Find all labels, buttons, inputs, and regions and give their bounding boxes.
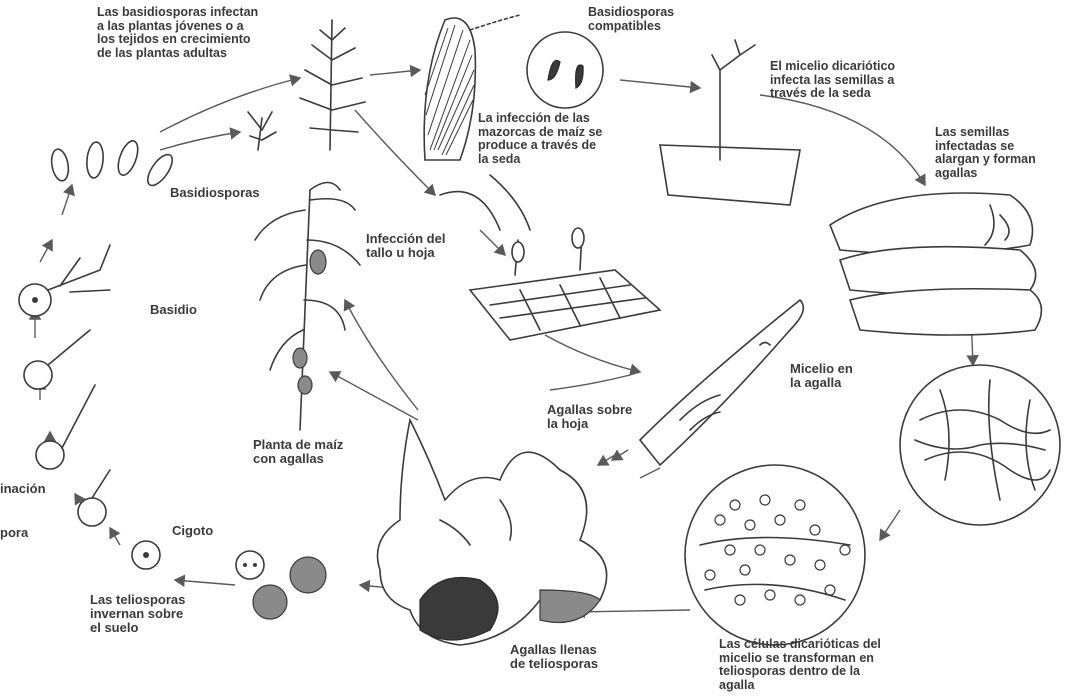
label-agallas-llenas: Agallas llenas de teliosporas xyxy=(510,643,598,671)
label-basidio: Basidio xyxy=(150,303,197,317)
leaf-galls xyxy=(640,300,803,465)
label-teliosporas-invernan: Las teliosporas invernan sobre el suelo xyxy=(90,593,185,635)
label-espora: pora xyxy=(0,526,28,540)
basidiospores xyxy=(49,138,177,189)
label-germinacion: inación xyxy=(0,482,46,496)
label-agallas-hoja: Agallas sobre la hoja xyxy=(547,403,632,431)
leaf-surface xyxy=(440,175,660,340)
label-semillas-infectadas: Las semillas infectadas se alargan y for… xyxy=(935,126,1036,180)
germination-series xyxy=(19,245,160,569)
label-micelio-agalla: Micelio en la agalla xyxy=(790,362,853,390)
label-infeccion-mazorcas: La infección de las mazorcas de maíz se … xyxy=(478,112,602,166)
label-planta-maiz: Planta de maíz con agallas xyxy=(253,438,343,466)
label-cigoto: Cigoto xyxy=(172,524,213,538)
teliospore-circle xyxy=(685,465,865,645)
label-basidiosporas: Basidiosporas xyxy=(170,186,260,200)
label-micelio-dicariotico: El micelio dicariótico infecta las semil… xyxy=(770,60,895,101)
label-basidiosporas-compatibles: Basidiosporas compatibles xyxy=(588,6,674,33)
young-maize-plant xyxy=(248,20,365,150)
mycelium-circle xyxy=(900,365,1060,525)
maize-plant-with-galls xyxy=(255,183,360,431)
small-arrows xyxy=(640,468,660,478)
overwintering-teliospores xyxy=(236,551,326,619)
label-basidiosporas-infectan: Las basidiosporas infectan a las plantas… xyxy=(97,6,258,60)
label-celulas-dicarioticas: Las células dicarióticas del micelio se … xyxy=(719,638,881,692)
infected-kernels xyxy=(830,193,1041,335)
gall-with-teliospores xyxy=(378,420,607,645)
label-infeccion-tallo: Infección del tallo u hoja xyxy=(366,232,445,260)
